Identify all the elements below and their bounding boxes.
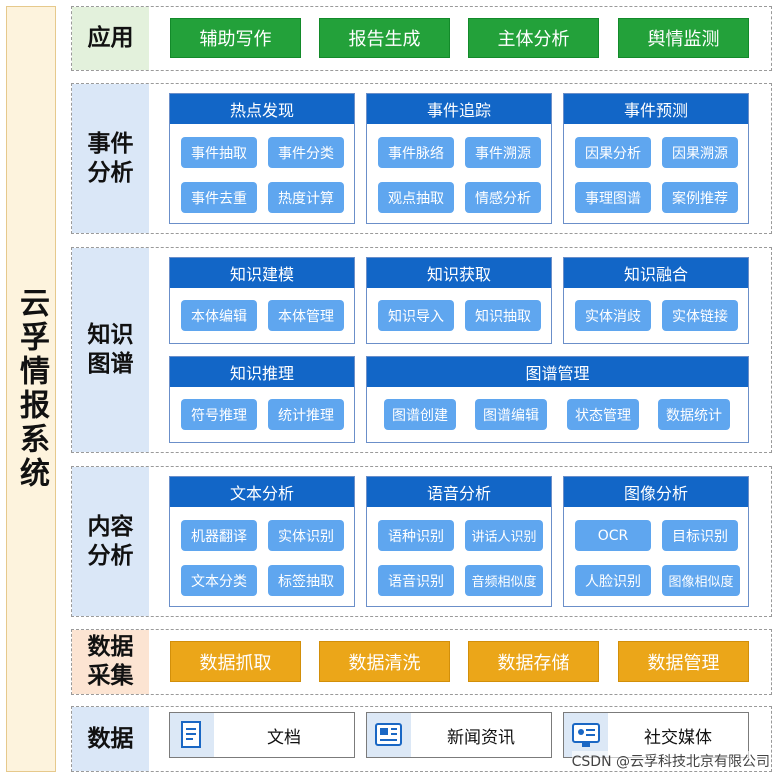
layer-event-analysis: 事件分析 热点发现 事件抽取 事件分类 事件去重 热度计算 事件追踪 事件脉络 … xyxy=(71,83,772,234)
chip-item[interactable]: 数据统计 xyxy=(658,399,730,430)
collect-item-manage[interactable]: 数据管理 xyxy=(618,641,749,682)
data-source-label: 新闻资讯 xyxy=(447,727,515,748)
panel-title: 文本分析 xyxy=(170,477,354,507)
data-source-document[interactable]: 文档 xyxy=(169,712,355,758)
layer-data-collection: 数据采集 数据抓取 数据清洗 数据存储 数据管理 xyxy=(71,629,772,695)
panel-prediction: 事件预测 因果分析 因果溯源 事理图谱 案例推荐 xyxy=(563,93,749,224)
chip-item[interactable]: 因果分析 xyxy=(575,137,651,168)
chip-item[interactable]: 事件溯源 xyxy=(465,137,541,168)
collect-item-crawl[interactable]: 数据抓取 xyxy=(170,641,301,682)
chip-item[interactable]: 状态管理 xyxy=(567,399,639,430)
layer-application: 应用 辅助写作 报告生成 主体分析 舆情监测 xyxy=(71,6,772,71)
chip-item[interactable]: 音频相似度 xyxy=(465,565,543,596)
panel-tracking: 事件追踪 事件脉络 事件溯源 观点抽取 情感分析 xyxy=(366,93,552,224)
chip-item[interactable]: 实体链接 xyxy=(662,300,738,331)
system-title: 云孚情报系统 xyxy=(14,287,49,491)
panel-title: 事件预测 xyxy=(564,94,748,124)
panel-modeling: 知识建模 本体编辑 本体管理 xyxy=(169,257,355,344)
social-media-icon xyxy=(564,713,608,757)
data-source-label: 社交媒体 xyxy=(644,727,712,748)
collect-item-clean[interactable]: 数据清洗 xyxy=(319,641,450,682)
panel-text-analysis: 文本分析 机器翻译 实体识别 文本分类 标签抽取 xyxy=(169,476,355,607)
chip-item[interactable]: 事理图谱 xyxy=(575,182,651,213)
watermark: CSDN @云孚科技北京有限公司 xyxy=(571,751,770,771)
data-source-label: 文档 xyxy=(267,727,301,748)
panel-speech-analysis: 语音分析 语种识别 讲话人识别 语音识别 音频相似度 xyxy=(366,476,552,607)
chip-item[interactable]: 实体识别 xyxy=(268,520,344,551)
chip-item[interactable]: 热度计算 xyxy=(268,182,344,213)
panel-reasoning: 知识推理 符号推理 统计推理 xyxy=(169,356,355,443)
panel-image-analysis: 图像分析 OCR 目标识别 人脸识别 图像相似度 xyxy=(563,476,749,607)
chip-item[interactable]: 图谱编辑 xyxy=(475,399,547,430)
chip-item[interactable]: 本体编辑 xyxy=(181,300,257,331)
chip-item[interactable]: 标签抽取 xyxy=(268,565,344,596)
layer-label-content: 内容分析 xyxy=(72,467,149,616)
panel-title: 热点发现 xyxy=(170,94,354,124)
layer-knowledge-graph: 知识图谱 知识建模 本体编辑 本体管理 知识获取 知识导入 知识抽取 知识融合 … xyxy=(71,247,772,453)
chip-item[interactable]: 情感分析 xyxy=(465,182,541,213)
app-item-report[interactable]: 报告生成 xyxy=(319,18,450,58)
layer-label-application: 应用 xyxy=(72,7,149,70)
data-source-news[interactable]: 新闻资讯 xyxy=(366,712,552,758)
chip-item[interactable]: 案例推荐 xyxy=(662,182,738,213)
layer-label-data: 数据 xyxy=(72,707,149,771)
layer-label-kg: 知识图谱 xyxy=(72,248,149,452)
chip-item[interactable]: 观点抽取 xyxy=(378,182,454,213)
chip-item[interactable]: 因果溯源 xyxy=(662,137,738,168)
layer-content-analysis: 内容分析 文本分析 机器翻译 实体识别 文本分类 标签抽取 语音分析 语种识别 … xyxy=(71,466,772,617)
chip-item[interactable]: 图像相似度 xyxy=(662,565,740,596)
panel-title: 知识推理 xyxy=(170,357,354,387)
chip-item[interactable]: 事件去重 xyxy=(181,182,257,213)
panel-title: 语音分析 xyxy=(367,477,551,507)
news-icon xyxy=(367,713,411,757)
app-item-subject[interactable]: 主体分析 xyxy=(468,18,599,58)
layer-label-collection: 数据采集 xyxy=(72,630,149,694)
layer-label-event: 事件分析 xyxy=(72,84,149,233)
system-title-bar: 云孚情报系统 xyxy=(6,6,56,772)
chip-item[interactable]: 目标识别 xyxy=(662,520,738,551)
chip-item[interactable]: 统计推理 xyxy=(268,399,344,430)
chip-item[interactable]: 实体消歧 xyxy=(575,300,651,331)
chip-item[interactable]: 人脸识别 xyxy=(575,565,651,596)
chip-item[interactable]: 机器翻译 xyxy=(181,520,257,551)
layer-data: 数据 xyxy=(71,706,772,772)
chip-item[interactable]: 讲话人识别 xyxy=(465,520,543,551)
chip-item[interactable]: 知识导入 xyxy=(378,300,454,331)
panel-title: 知识融合 xyxy=(564,258,748,288)
chip-item[interactable]: 语音识别 xyxy=(378,565,454,596)
app-item-writing[interactable]: 辅助写作 xyxy=(170,18,301,58)
panel-acquisition: 知识获取 知识导入 知识抽取 xyxy=(366,257,552,344)
panel-hotspot: 热点发现 事件抽取 事件分类 事件去重 热度计算 xyxy=(169,93,355,224)
panel-title: 图像分析 xyxy=(564,477,748,507)
panel-fusion: 知识融合 实体消歧 实体链接 xyxy=(563,257,749,344)
panel-title: 图谱管理 xyxy=(367,357,748,387)
panel-title: 事件追踪 xyxy=(367,94,551,124)
chip-item[interactable]: 知识抽取 xyxy=(465,300,541,331)
chip-item[interactable]: 事件抽取 xyxy=(181,137,257,168)
collect-item-store[interactable]: 数据存储 xyxy=(468,641,599,682)
app-item-opinion[interactable]: 舆情监测 xyxy=(618,18,749,58)
chip-item[interactable]: 事件分类 xyxy=(268,137,344,168)
panel-graph-management: 图谱管理 图谱创建 图谱编辑 状态管理 数据统计 xyxy=(366,356,749,443)
panel-title: 知识获取 xyxy=(367,258,551,288)
chip-item[interactable]: 本体管理 xyxy=(268,300,344,331)
chip-item[interactable]: OCR xyxy=(575,520,651,551)
chip-item[interactable]: 文本分类 xyxy=(181,565,257,596)
chip-item[interactable]: 语种识别 xyxy=(378,520,454,551)
panel-title: 知识建模 xyxy=(170,258,354,288)
data-source-social[interactable]: 社交媒体 xyxy=(563,712,749,758)
chip-item[interactable]: 事件脉络 xyxy=(378,137,454,168)
chip-item[interactable]: 图谱创建 xyxy=(384,399,456,430)
document-icon xyxy=(170,713,214,757)
chip-item[interactable]: 符号推理 xyxy=(181,399,257,430)
